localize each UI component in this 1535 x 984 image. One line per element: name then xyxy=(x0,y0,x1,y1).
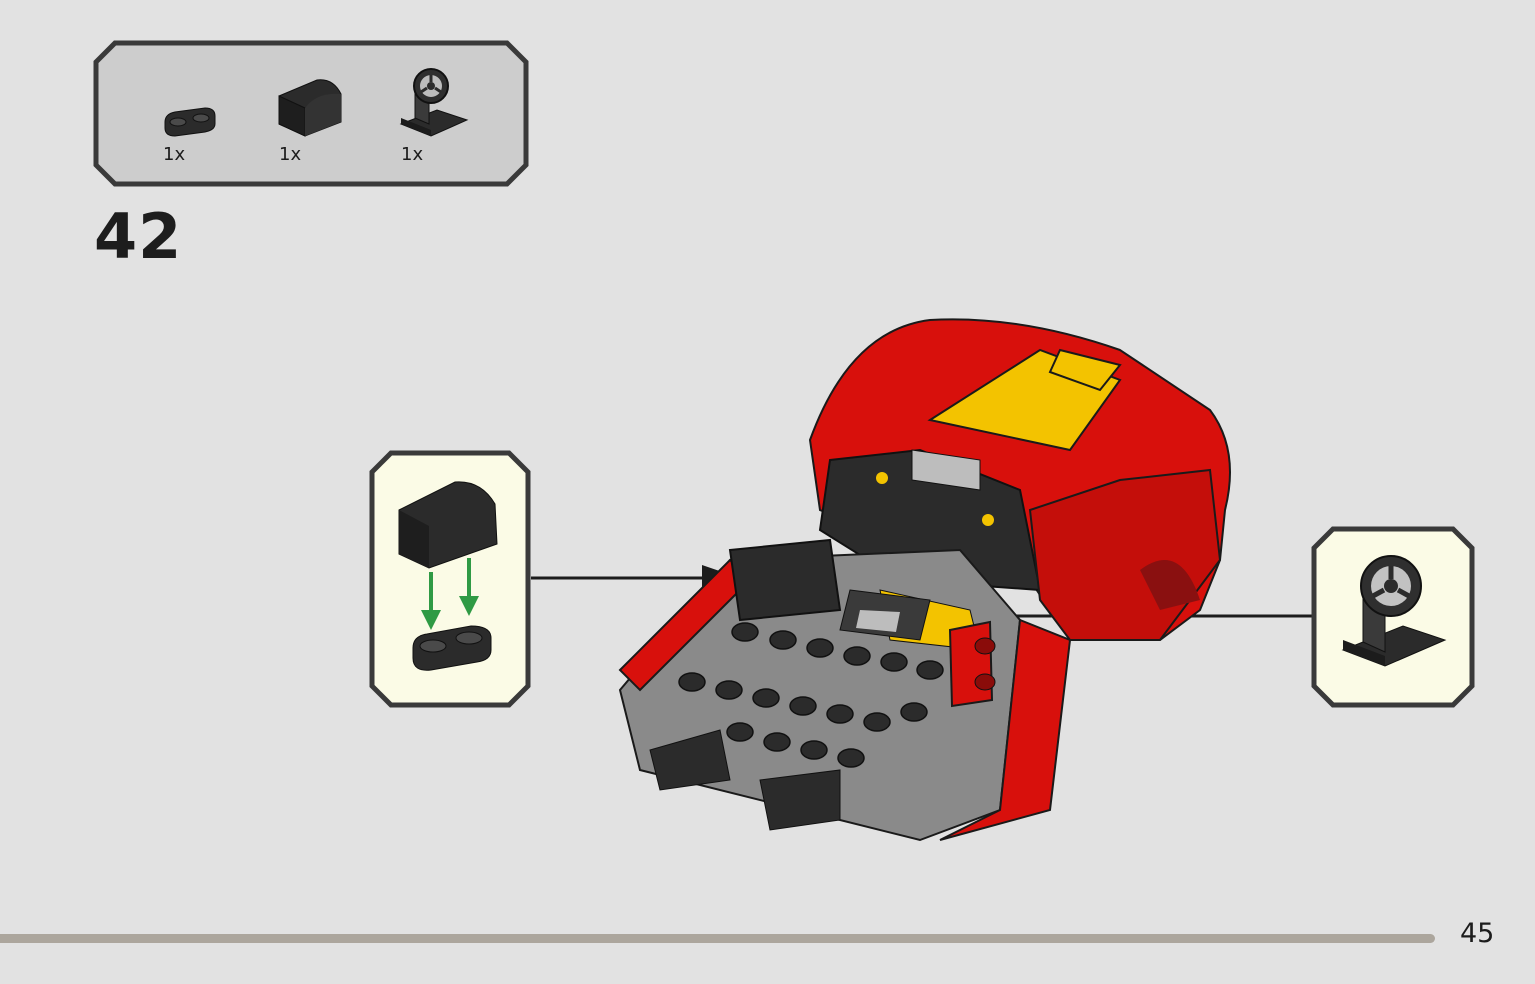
assembly-arrows-icon xyxy=(421,558,479,630)
parts-list-panel: 1x 1x 1x xyxy=(93,40,529,187)
steering-wheel-stand-icon xyxy=(1341,555,1447,667)
part-quantity: 1x xyxy=(401,144,424,165)
model-illustration xyxy=(600,310,1260,855)
page-progress-bar xyxy=(0,934,1435,943)
plate-1x2-rounded-icon xyxy=(412,625,492,671)
part-quantity: 1x xyxy=(279,144,302,165)
substep-callout-left xyxy=(369,450,531,708)
curved-slope-brick-icon xyxy=(398,481,498,569)
model-curved-brick xyxy=(728,538,842,622)
page-number: 45 xyxy=(1460,918,1495,949)
part-quantity: 1x xyxy=(163,144,186,165)
substep-callout-right xyxy=(1311,526,1475,708)
step-number: 42 xyxy=(94,200,183,273)
